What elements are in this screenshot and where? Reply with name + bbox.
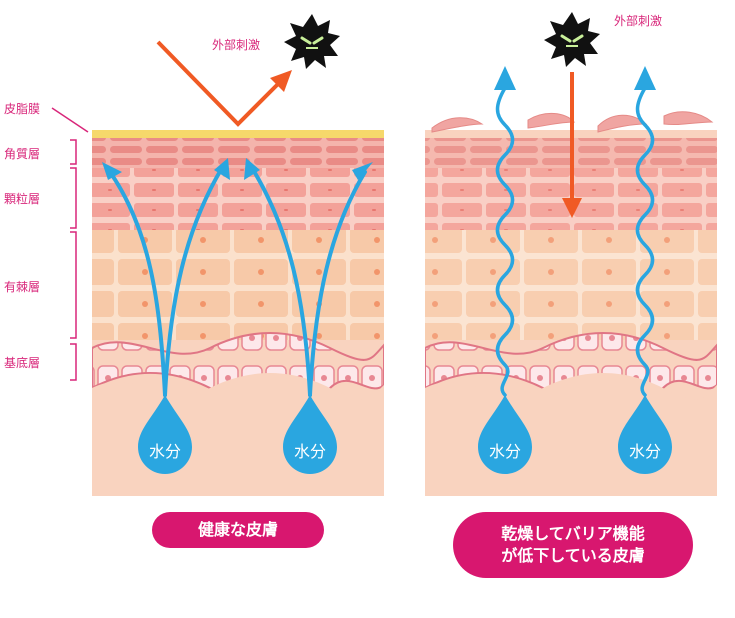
water-label: 水分 xyxy=(480,438,530,462)
water-label: 水分 xyxy=(285,438,335,462)
healthy-skin-panel xyxy=(92,14,384,496)
label-basal: 基底層 xyxy=(4,354,40,371)
caption-healthy-skin: 健康な皮膚 xyxy=(152,512,324,548)
corneum-layer-left xyxy=(92,138,384,168)
water-escape-arrowheads xyxy=(494,66,656,90)
external-stimulus-label-right: 外部刺激 xyxy=(614,12,662,29)
spinous-layer-left xyxy=(92,230,384,340)
water-label: 水分 xyxy=(620,438,670,462)
caption-dry-skin: 乾燥してバリア機能 が低下している皮膚 xyxy=(453,512,693,578)
external-stimulus-label-left: 外部刺激 xyxy=(212,36,260,53)
water-label: 水分 xyxy=(140,438,190,462)
layer-brackets xyxy=(52,108,88,380)
dry-skin-panel xyxy=(425,12,717,496)
label-spinous: 有棘層 xyxy=(4,278,40,295)
caption-dry-line2: が低下している皮膚 xyxy=(501,545,645,567)
sebum-film-left xyxy=(92,130,384,138)
caption-dry-line1: 乾燥してバリア機能 xyxy=(501,523,645,545)
germ-icon xyxy=(284,14,340,69)
reflected-stimulus-arrow xyxy=(158,42,282,124)
caption-healthy-text: 健康な皮膚 xyxy=(198,519,278,541)
label-corneum: 角質層 xyxy=(4,145,40,162)
label-granular: 顆粒層 xyxy=(4,190,40,207)
germ-icon xyxy=(544,12,600,67)
label-sebum: 皮脂膜 xyxy=(4,100,40,117)
spinous-layer-right xyxy=(425,230,717,340)
